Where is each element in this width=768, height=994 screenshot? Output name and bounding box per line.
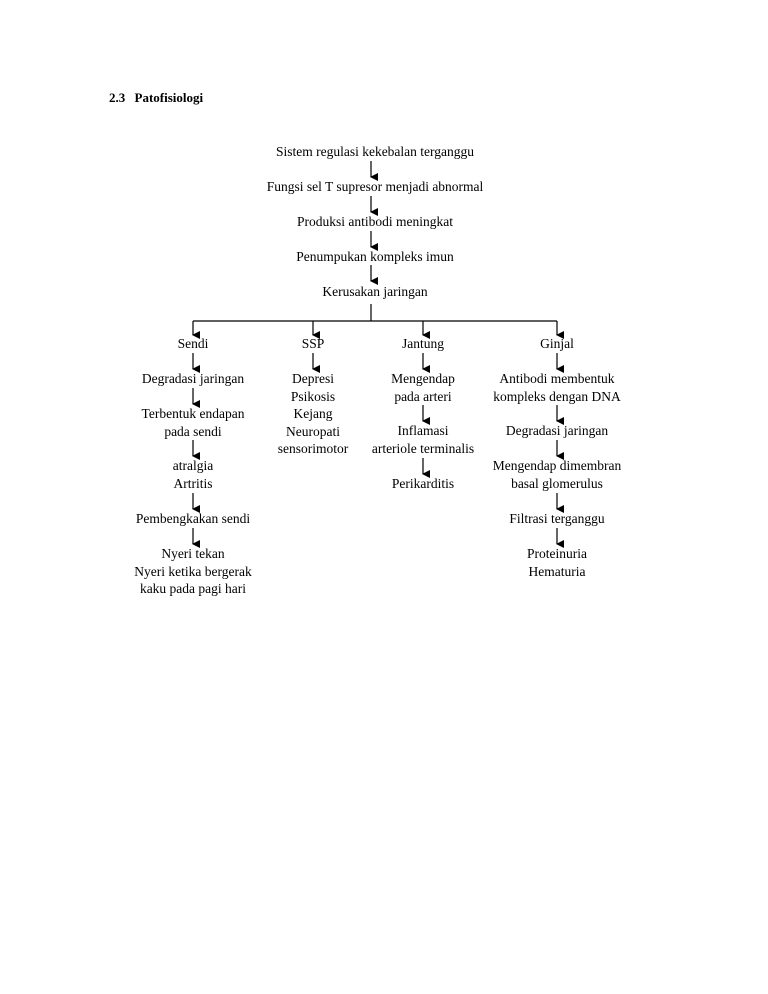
jantung-step-3: Perikarditis — [391, 476, 455, 491]
ginjal-step-2: Degradasi jaringan — [505, 423, 609, 438]
jantung-step-1: Mengendap pada arteri — [391, 371, 455, 404]
branch-title-sendi: Sendi — [177, 336, 209, 351]
ginjal-step-5: Proteinuria Hematuria — [527, 546, 587, 579]
ginjal-step-1: Antibodi membentuk kompleks dengan DNA — [493, 371, 621, 404]
jantung-step-2: Inflamasi arteriole terminalis — [371, 423, 475, 456]
main-node-3: Produksi antibodi meningkat — [297, 214, 453, 229]
section-number: 2.3 — [109, 90, 126, 105]
main-node-1: Sistem regulasi kekebalan terganggu — [275, 144, 475, 159]
branch-title-ginjal: Ginjal — [540, 336, 574, 351]
sendi-step-2: Terbentuk endapan pada sendi — [141, 406, 245, 439]
branch-title-jantung: Jantung — [402, 336, 444, 351]
main-node-5: Kerusakan jaringan — [322, 284, 428, 299]
branch-title-ssp: SSP — [301, 336, 325, 351]
sendi-step-5: Nyeri tekan Nyeri ketika bergerak kaku p… — [134, 546, 252, 596]
sendi-step-3: atralgia Artritis — [172, 458, 214, 491]
sendi-step-1: Degradasi jaringan — [141, 371, 245, 386]
sendi-step-4: Pembengkakan sendi — [135, 511, 251, 526]
main-node-2: Fungsi sel T supresor menjadi abnormal — [266, 179, 484, 194]
ginjal-step-3: Mengendap dimembran basal glomerulus — [492, 458, 622, 491]
ginjal-step-4: Filtrasi terganggu — [509, 511, 605, 526]
section-title: Patofisiologi — [134, 90, 204, 105]
section-heading: 2.3 Patofisiologi — [109, 90, 203, 106]
ssp-step-1: Depresi Psikosis Kejang Neuropati sensor… — [277, 371, 349, 456]
main-node-4: Penumpukan kompleks imun — [296, 249, 454, 264]
